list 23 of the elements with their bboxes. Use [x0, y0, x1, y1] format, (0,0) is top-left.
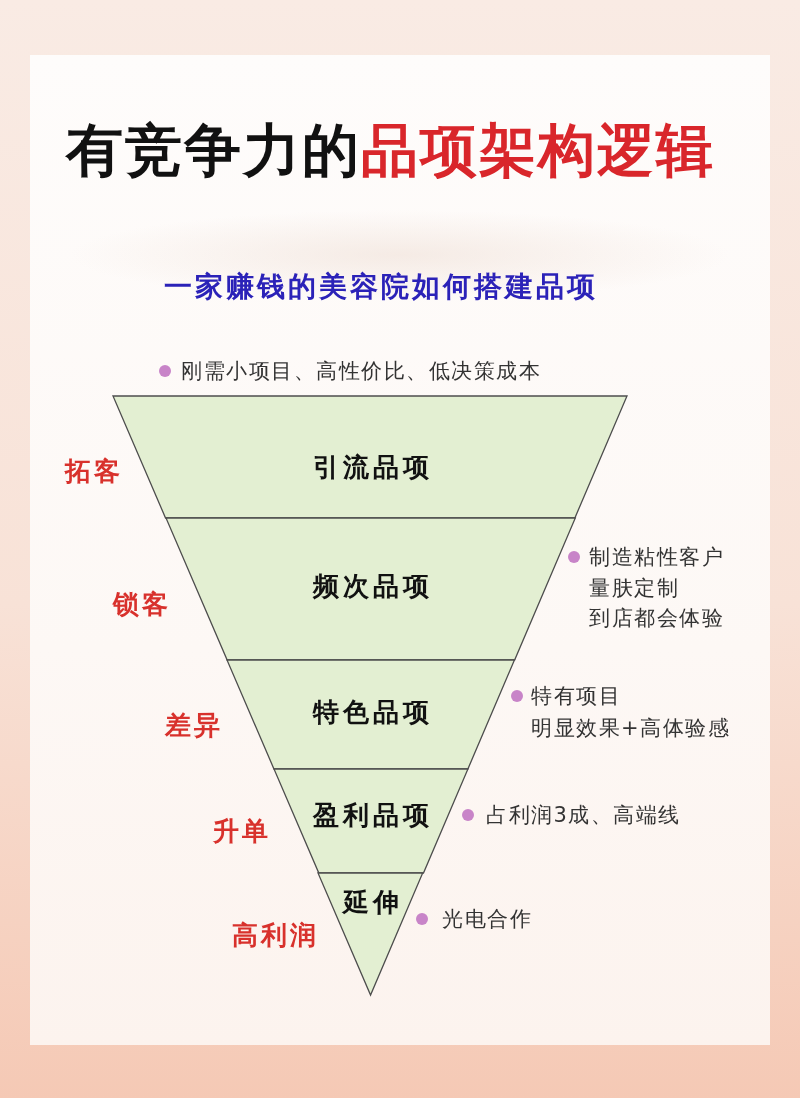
funnel-tip: [318, 873, 424, 995]
band-title: 引流品项: [312, 451, 433, 483]
note-text: 光电合作: [442, 906, 532, 932]
subtitle: 一家赚钱的美容院如何搭建品项: [164, 270, 598, 304]
page-title: 有竞争力的品项架构逻辑: [65, 118, 715, 184]
note-text: 制造粘性客户: [589, 544, 724, 570]
band-title: 频次品项: [311, 570, 433, 602]
side-label: 差异: [163, 709, 223, 741]
note-text: 到店都会体验: [589, 605, 724, 631]
side-label: 高利润: [231, 919, 319, 951]
funnel-band: [226, 660, 515, 769]
note-text: 量肤定制: [589, 574, 679, 601]
side-label: 锁客: [111, 588, 171, 620]
note-text: 特有项目: [531, 683, 621, 709]
funnel-band: [273, 769, 468, 873]
band-title: 盈利品项: [312, 799, 433, 831]
note-text: 刚需小项目、高性价比、低决策成本: [181, 358, 541, 384]
side-label: 升单: [211, 815, 271, 847]
note-text: 占利润3成、高端线: [486, 802, 681, 828]
side-label: 拓客: [63, 455, 123, 487]
note-text: 明显效果+高体验感: [531, 715, 731, 741]
band-title: 延伸: [341, 886, 403, 918]
band-title: 特色品项: [311, 696, 433, 728]
